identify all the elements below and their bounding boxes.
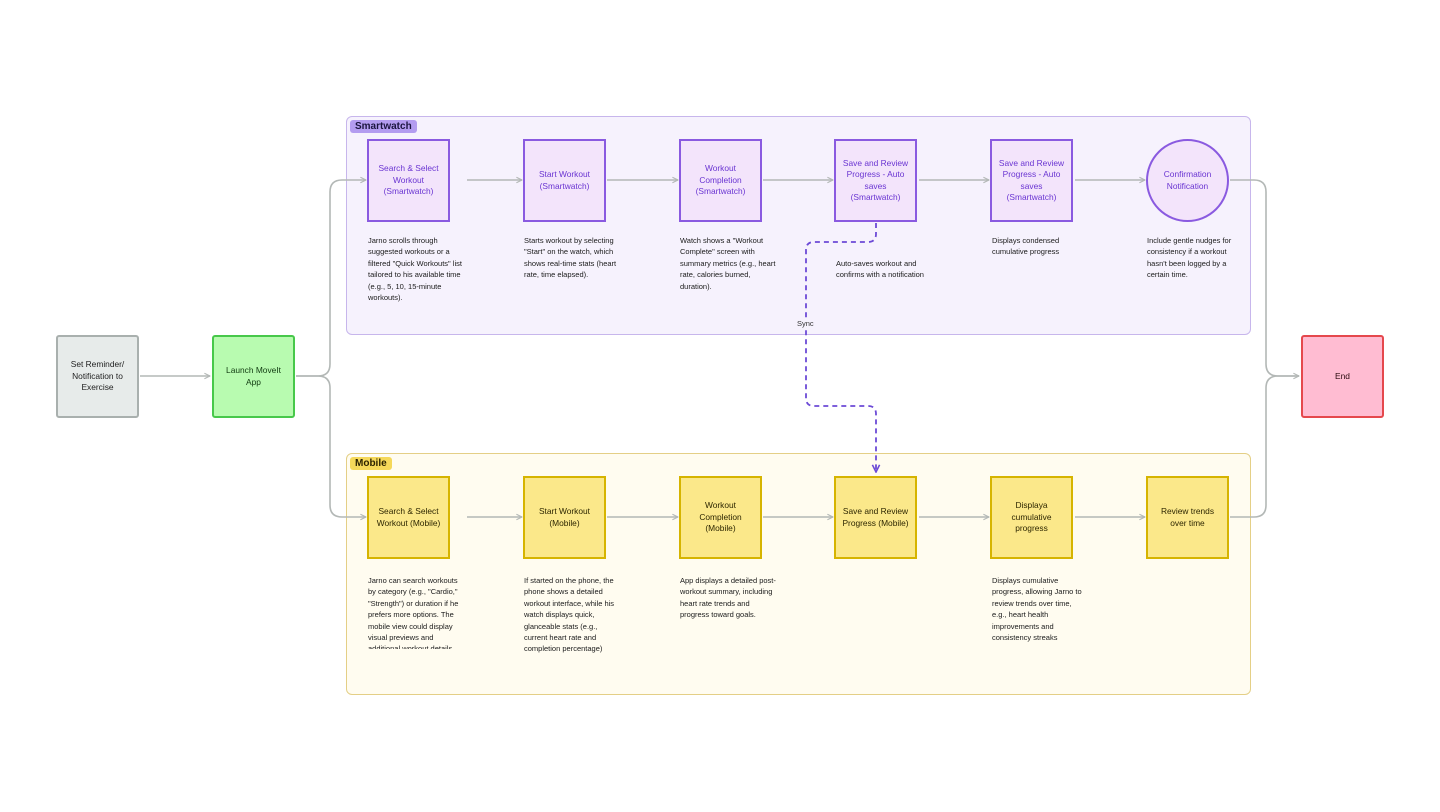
mb-search-select-label: Search & Select Workout (Mobile) bbox=[376, 506, 441, 528]
sw-start-workout-label: Start Workout (Smartwatch) bbox=[538, 169, 591, 191]
sw-search-description: Jarno scrolls through suggested workouts… bbox=[368, 236, 462, 303]
smartwatch-lane-label: Smartwatch bbox=[350, 120, 417, 133]
mb-cumulative-description: Displays cumulative progress, allowing J… bbox=[992, 576, 1082, 643]
sw-nudges-description: Include gentle nudges for consistency if… bbox=[1147, 236, 1232, 280]
sw-save-review-node[interactable]: Save and Review Progress - Auto saves (S… bbox=[834, 139, 917, 222]
sw-save-review-node-2[interactable]: Save and Review Progress - Auto saves (S… bbox=[990, 139, 1073, 222]
mb-workout-completion-node[interactable]: Workout Completion (Mobile) bbox=[679, 476, 762, 559]
sw-save-review-label-2: Save and Review Progress - Auto saves (S… bbox=[998, 157, 1065, 202]
mb-display-progress-label: Displaya cumulative progress bbox=[1011, 500, 1052, 534]
end-node[interactable]: End bbox=[1301, 335, 1384, 418]
mb-review-trends-label: Review trends over time bbox=[1160, 506, 1215, 528]
mb-search-select-node[interactable]: Search & Select Workout (Mobile) bbox=[367, 476, 450, 559]
mb-start-workout-node[interactable]: Start Workout (Mobile) bbox=[523, 476, 606, 559]
mb-search-description: Jarno can search workouts by category (e… bbox=[368, 576, 459, 649]
sw-workout-completion-label: Workout Completion (Smartwatch) bbox=[695, 163, 746, 197]
mb-display-progress-node[interactable]: Displaya cumulative progress bbox=[990, 476, 1073, 559]
end-label: End bbox=[1335, 370, 1350, 381]
sw-start-description: Starts workout by selecting "Start" on t… bbox=[524, 236, 617, 280]
sw-save-review-label: Save and Review Progress - Auto saves (S… bbox=[842, 157, 909, 202]
mb-start-workout-label: Start Workout (Mobile) bbox=[538, 506, 591, 528]
set-reminder-node[interactable]: Set Reminder/ Notification to Exercise bbox=[56, 335, 139, 418]
launch-app-label: Launch MoveIt App bbox=[226, 365, 281, 387]
mobile-lane: Mobile bbox=[346, 453, 1251, 695]
sw-search-select-node[interactable]: Search & Select Workout (Smartwatch) bbox=[367, 139, 450, 222]
mb-workout-completion-label: Workout Completion (Mobile) bbox=[699, 500, 742, 534]
launch-app-node[interactable]: Launch MoveIt App bbox=[212, 335, 295, 418]
sw-start-workout-node[interactable]: Start Workout (Smartwatch) bbox=[523, 139, 606, 222]
sw-condensed-description: Displays condensed cumulative progress bbox=[992, 236, 1060, 257]
sw-confirmation-node[interactable]: Confirmation Notification bbox=[1146, 139, 1229, 222]
sw-completion-description: Watch shows a "Workout Complete" screen … bbox=[680, 236, 776, 291]
mb-completion-description: App displays a detailed post-workout sum… bbox=[680, 576, 776, 620]
mb-save-review-label: Save and Review Progress (Mobile) bbox=[842, 506, 909, 528]
sync-label: Sync bbox=[796, 319, 815, 328]
mb-save-review-node[interactable]: Save and Review Progress (Mobile) bbox=[834, 476, 917, 559]
sw-autosave-description: Auto-saves workout and confirms with a n… bbox=[836, 259, 924, 280]
set-reminder-label: Set Reminder/ Notification to Exercise bbox=[70, 359, 125, 393]
mb-start-description: If started on the phone, the phone shows… bbox=[524, 576, 615, 654]
smartwatch-lane: Smartwatch bbox=[346, 116, 1251, 335]
mobile-lane-label: Mobile bbox=[350, 457, 392, 470]
sw-confirmation-label: Confirmation Notification bbox=[1163, 169, 1212, 191]
sw-workout-completion-node[interactable]: Workout Completion (Smartwatch) bbox=[679, 139, 762, 222]
sw-search-select-label: Search & Select Workout (Smartwatch) bbox=[378, 163, 439, 197]
mb-review-trends-node[interactable]: Review trends over time bbox=[1146, 476, 1229, 559]
